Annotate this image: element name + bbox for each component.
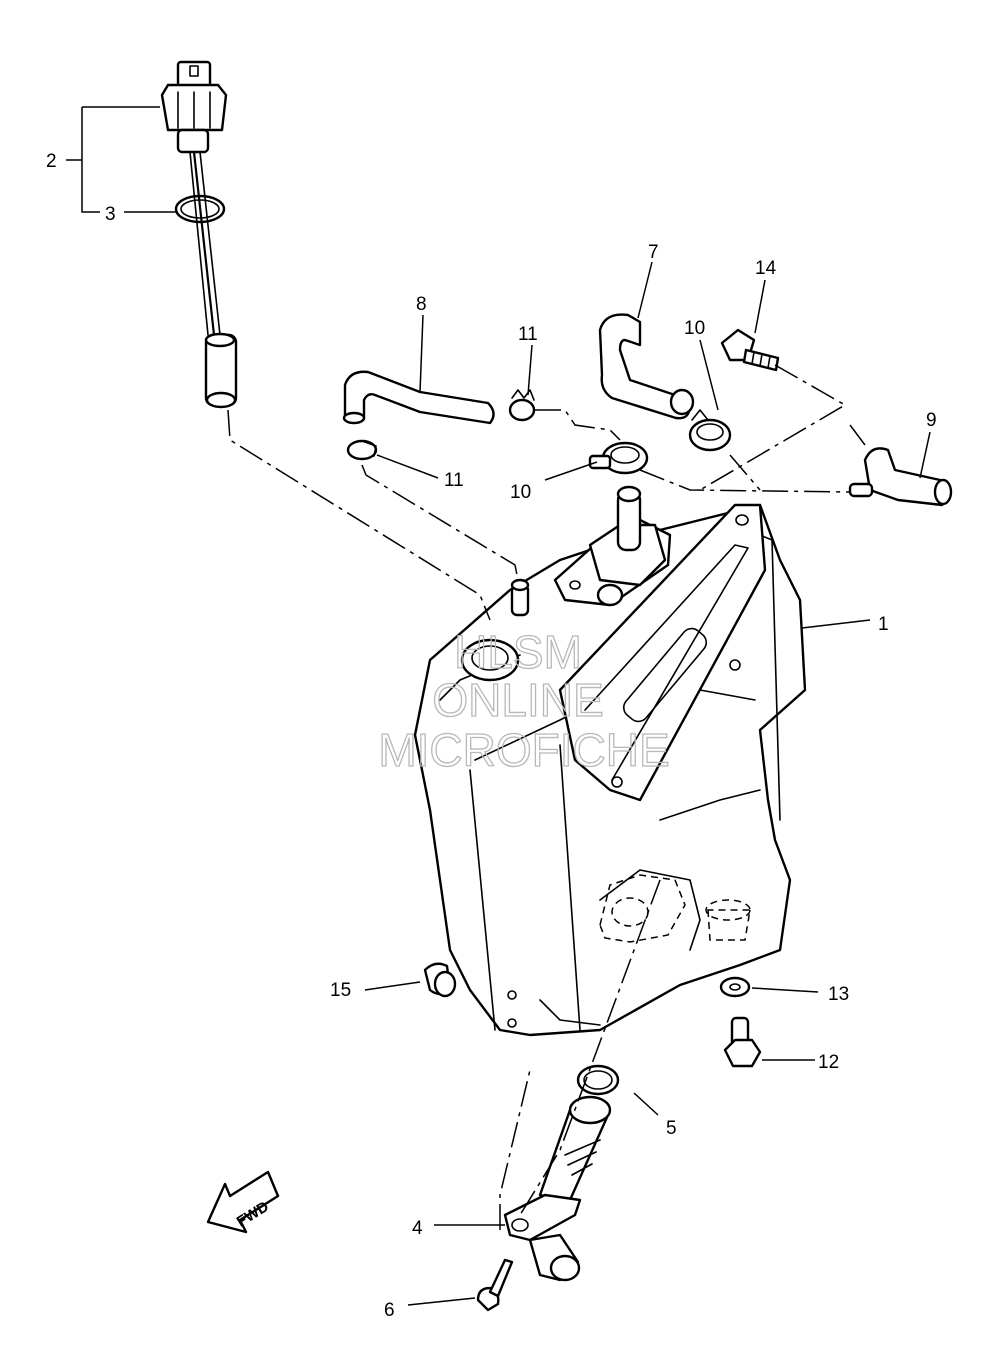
joint-9 [848, 447, 953, 507]
watermark-line-3: MICROFICHE [378, 724, 669, 776]
callout-2: 2 [46, 151, 57, 172]
o-ring-5 [576, 1064, 620, 1096]
watermark-line-1: HLSM [454, 626, 582, 678]
callout-3: 3 [105, 204, 116, 225]
clip-10-upper [688, 409, 732, 452]
callout-10-upper: 10 [684, 318, 705, 339]
callout-6: 6 [384, 1300, 395, 1321]
clip-11-upper [508, 389, 536, 422]
watermark: HLSM ONLINE MICROFICHE [378, 625, 671, 776]
callout-5: 5 [666, 1118, 677, 1139]
bolt-14 [720, 328, 780, 372]
clip-10-lower [588, 441, 649, 475]
oil-tank [413, 485, 807, 1037]
connection-lines [227, 364, 866, 1230]
callout-10-lower: 10 [510, 482, 531, 503]
callout-11-lower: 11 [444, 470, 464, 491]
callout-13: 13 [828, 984, 849, 1005]
bolt-12 [723, 1016, 762, 1068]
grommet-15 [423, 962, 457, 998]
leader-lines [66, 106, 931, 1306]
callout-labels: 1 2 3 4 5 6 7 8 9 10 10 11 11 12 13 14 1… [46, 151, 937, 1321]
oil-level-gauge [160, 60, 238, 409]
callout-14: 14 [755, 258, 777, 279]
strainer [503, 1095, 612, 1282]
callout-4: 4 [412, 1218, 423, 1239]
hose-8 [342, 370, 495, 425]
callout-8: 8 [416, 294, 427, 315]
o-ring [174, 194, 226, 224]
hose-7 [598, 313, 695, 420]
callout-12: 12 [818, 1052, 839, 1073]
fwd-arrow-icon: FWD [206, 1170, 280, 1234]
callout-9: 9 [926, 410, 937, 431]
washer-13 [719, 976, 751, 998]
callout-1: 1 [878, 614, 889, 635]
watermark-line-2: ONLINE [432, 674, 603, 726]
callout-11-upper: 11 [518, 324, 538, 345]
bolt-6 [476, 1258, 514, 1312]
clip-11-lower [346, 439, 378, 461]
callout-7: 7 [648, 242, 659, 263]
callout-15: 15 [330, 980, 351, 1001]
